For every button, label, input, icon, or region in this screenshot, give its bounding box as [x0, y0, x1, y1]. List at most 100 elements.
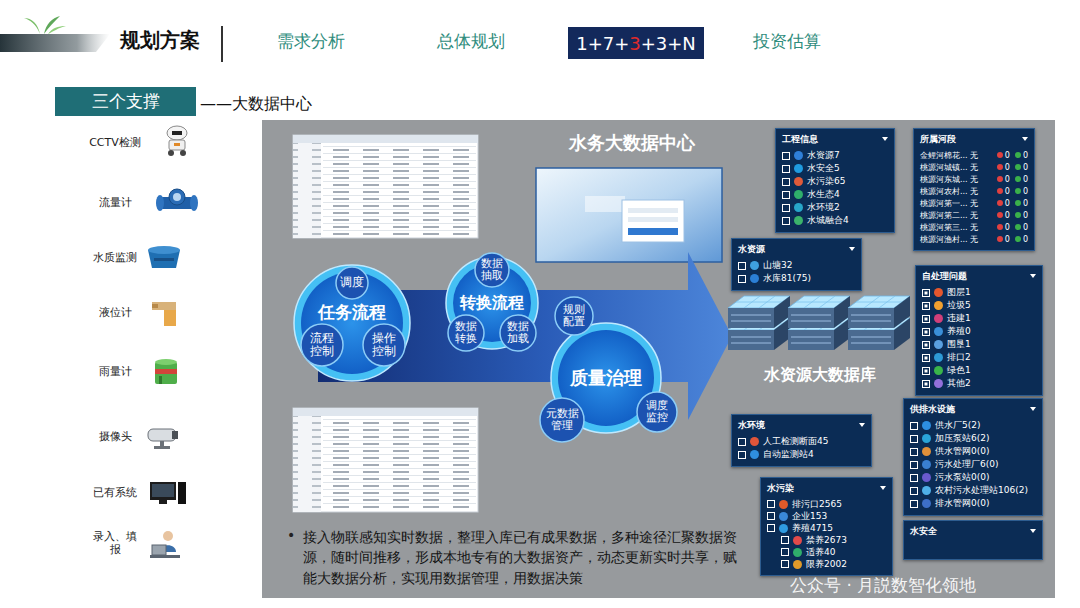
device-label: 水质监测: [80, 251, 150, 264]
nav-item: 投资估算: [753, 31, 821, 51]
layer-icon: [934, 288, 943, 297]
step-label: 操作控制: [372, 332, 396, 358]
list-row: 污水泵站0(0): [910, 471, 1036, 484]
checkbox: [910, 461, 918, 469]
layer-icon: [750, 450, 759, 459]
list-row: 企业153: [767, 510, 886, 522]
step-circle: 操作控制: [362, 323, 406, 367]
table-row: 桃源河第一... 无00: [920, 197, 1028, 209]
checkbox: [782, 191, 790, 199]
checkbox: [767, 524, 775, 532]
layer-icon: [922, 460, 931, 469]
layer-icon: [794, 164, 803, 173]
checkbox: [738, 262, 746, 270]
layer-icon: [793, 536, 802, 545]
nav-item: 需求分析: [277, 31, 345, 51]
list-item: 污水泵站0(0): [935, 471, 989, 484]
step-circle: 调度监控: [636, 391, 678, 433]
status-dot: [1015, 176, 1021, 182]
table-cell: 0: [1023, 211, 1028, 220]
list-item: 水库81(75): [763, 272, 811, 285]
table-cell: 桃源河农村... 无: [920, 186, 978, 197]
device-label: 录入、填报: [90, 530, 140, 556]
list-item: 水城融合4: [807, 214, 849, 227]
nav-tab: 1+7+3+3+N: [568, 27, 704, 59]
layer-icon: [922, 473, 931, 482]
list-item: 供水厂5(2): [935, 419, 980, 432]
status-dot: [1015, 224, 1021, 230]
layer-icon: [934, 379, 943, 388]
list-row: 污水处理厂6(0): [910, 458, 1036, 471]
process-label: 任务流程: [318, 301, 386, 324]
layer-icon: [793, 548, 802, 557]
panel-title: 所属河段: [920, 133, 956, 146]
panel-header: 水环境: [738, 418, 865, 432]
list-item: 水生态4: [807, 188, 840, 201]
list-row: 自动监测站4: [738, 448, 865, 461]
list-row: 排水管网0(0): [910, 497, 1036, 510]
panel-title: 水污染: [767, 482, 794, 495]
step-circle: 规则配置: [554, 296, 594, 336]
status-dot: [1015, 164, 1021, 170]
panel-header: 工程信息: [782, 132, 888, 146]
dropdown-caret: [880, 486, 886, 490]
list-item: 图层1: [947, 286, 971, 299]
table-cell: 桃源河城镇... 无: [920, 162, 978, 173]
table-cell: 0: [1005, 199, 1010, 208]
checkbox: [922, 328, 930, 336]
device-label: 雨量计: [80, 365, 150, 378]
list-item: 养殖4715: [792, 522, 833, 535]
list-item: 围垦1: [947, 338, 971, 351]
table-cell: 0: [1023, 151, 1028, 160]
layer-icon: [793, 560, 802, 569]
list-row: 水环境2: [782, 201, 888, 214]
checkbox: [922, 354, 930, 362]
step-label: 数据加载: [507, 321, 529, 345]
list-item: 排污口2565: [792, 498, 842, 511]
layer-icon: [750, 274, 759, 283]
step-label: 流程控制: [310, 332, 334, 358]
panel-header: 水污染: [767, 481, 886, 495]
list-row: 水生态4: [782, 188, 888, 201]
list-item: 限养2002: [806, 558, 847, 571]
status-dot: [1015, 200, 1021, 206]
list-row: 围垦1: [922, 338, 1036, 351]
dropdown-caret: [882, 137, 888, 141]
dropdown-caret: [859, 423, 865, 427]
caption-label: •: [287, 527, 295, 544]
step-label: 调度监控: [646, 400, 668, 424]
list-item: 加压泵站6(2): [935, 432, 989, 445]
table-cell: 0: [1005, 175, 1010, 184]
layer-icon: [922, 499, 931, 508]
list-row: 供水管网0(0): [910, 445, 1036, 458]
table-cell: 0: [1023, 223, 1028, 232]
panel-header: 供排水设施: [910, 402, 1036, 416]
checkbox: [738, 451, 746, 459]
list-row: 养殖0: [922, 325, 1036, 338]
step-circle: 元数据管理: [539, 397, 585, 443]
checkbox: [922, 367, 930, 375]
checkbox: [922, 289, 930, 297]
list-item: 农村污水处理站106(2): [935, 484, 1028, 497]
list-item: 其他2: [947, 377, 971, 390]
description-text: 接入物联感知实时数据，整理入库已有成果数据，多种途径汇聚数据资源，随时间推移，形…: [303, 527, 745, 588]
process-circle: 质量治理规则配置元数据管理调度监控: [551, 323, 661, 433]
step-circle: 流程控制: [300, 323, 344, 367]
table-cell: 桃源河第一... 无: [920, 198, 978, 209]
list-item: 污水处理厂6(0): [935, 458, 998, 471]
table-cell: 0: [1023, 175, 1028, 184]
device-label: 已有系统: [80, 486, 150, 499]
step-circle: 调度: [335, 266, 369, 300]
table-cell: 0: [1005, 235, 1010, 244]
step-circle: 数据转换: [447, 314, 485, 352]
list-item: 供水管网0(0): [935, 445, 989, 458]
step-label: 数据转换: [455, 321, 477, 345]
layer-icon: [794, 216, 803, 225]
layer-panel: 水环境人工检测断面45自动监测站4: [731, 414, 872, 467]
checkbox: [767, 512, 775, 520]
section-label: 三个支撑: [92, 90, 160, 113]
list-row: 排污口2565: [767, 498, 886, 510]
table-row: 金鲤河棉花... 无00: [920, 149, 1028, 161]
table-cell: 0: [1005, 187, 1010, 196]
list-row: 水城融合4: [782, 214, 888, 227]
